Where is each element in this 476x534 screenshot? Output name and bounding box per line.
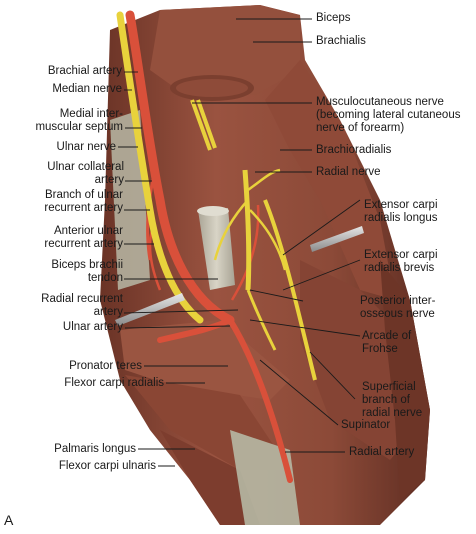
label-superficial-branch-radial-nerve: Superficial branch of radial nerve xyxy=(362,381,423,419)
label-ulnar-collateral-artery: Ulnar collateral artery xyxy=(47,161,124,186)
panel-letter: A xyxy=(4,512,14,528)
radial-artery xyxy=(227,317,293,483)
brachioradialis-muscle xyxy=(265,60,395,300)
biceps-tendon-shape xyxy=(198,208,235,290)
median-nerve xyxy=(116,11,204,324)
retractor-left xyxy=(115,293,185,326)
label-ulnar-nerve: Ulnar nerve xyxy=(56,141,116,153)
label-brachial-artery: Brachial artery xyxy=(47,65,122,77)
ulnar-artery xyxy=(157,317,233,343)
label-musculocutaneous-nerve: Musculocutaneous nerve (becoming lateral… xyxy=(316,96,461,134)
radial-nerve xyxy=(242,169,252,291)
label-extensor-carpi-radialis-longus: Extensor carpi radialis longus xyxy=(364,199,438,224)
label-anterior-ulnar-recurrent-artery: Anterior ulnar recurrent artery xyxy=(44,225,123,250)
label-flexor-carpi-radialis: Flexor carpi radialis xyxy=(64,377,164,389)
label-palmaris-longus: Palmaris longus xyxy=(54,443,136,455)
radial-recurrent-artery xyxy=(230,204,260,301)
posterior-interosseous-nerve xyxy=(246,289,277,351)
biceps-muscle xyxy=(150,5,300,95)
brachial-artery xyxy=(125,10,235,325)
label-brachialis: Brachialis xyxy=(316,35,366,47)
label-biceps-brachii-tendon: Biceps brachii tendon xyxy=(51,259,123,284)
label-brachioradialis: Brachioradialis xyxy=(316,144,392,156)
radial-nerve-branches xyxy=(213,168,287,271)
label-radial-nerve: Radial nerve xyxy=(316,166,381,178)
label-flexor-carpi-ulnaris: Flexor carpi ulnaris xyxy=(58,460,156,472)
label-pronator-teres: Pronator teres xyxy=(69,360,142,372)
extensor-muscles xyxy=(300,260,425,460)
label-biceps: Biceps xyxy=(316,12,351,24)
label-median-nerve: Median nerve xyxy=(52,83,122,95)
palmaris-longus-muscle xyxy=(160,430,260,525)
retractor-right xyxy=(310,226,364,252)
label-medial-septum: Medial inter- muscular septum xyxy=(35,108,123,133)
label-ulnar-artery: Ulnar artery xyxy=(62,321,123,333)
musculocutaneous-nerve xyxy=(190,99,217,151)
label-branch-ulnar-recurrent-artery: Branch of ulnar recurrent artery xyxy=(44,189,123,214)
label-radial-artery: Radial artery xyxy=(349,446,415,458)
label-supinator: Supinator xyxy=(341,419,391,431)
label-radial-recurrent-artery: Radial recurrent artery xyxy=(41,293,123,318)
label-extensor-carpi-radialis-brevis: Extensor carpi radialis brevis xyxy=(364,249,438,274)
leader-lines xyxy=(118,18,361,467)
label-posterior-interosseous-nerve: Posterior inter- osseous nerve xyxy=(360,295,436,320)
label-arcade-of-frohse: Arcade of Frohse xyxy=(362,330,412,355)
